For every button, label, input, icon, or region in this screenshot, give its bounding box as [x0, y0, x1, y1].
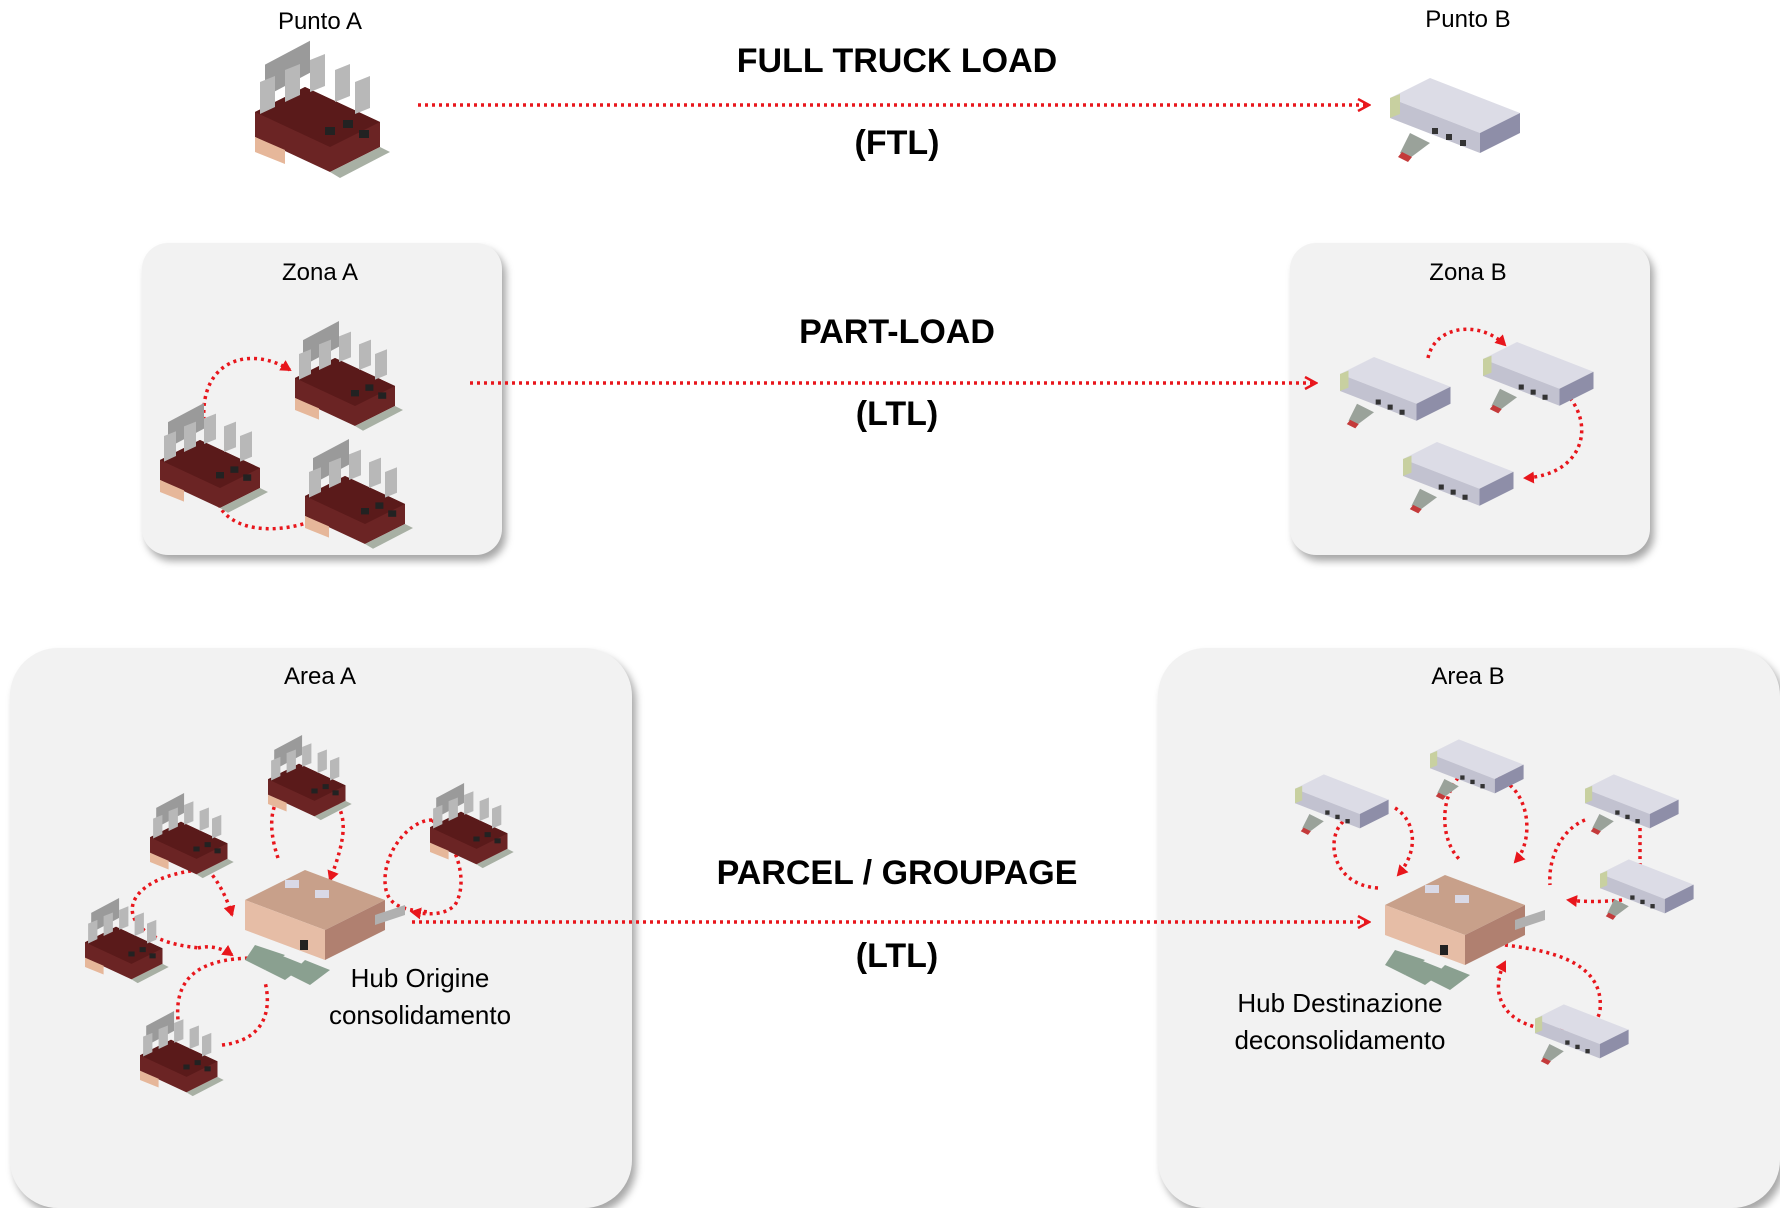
warehouse-icon: [1340, 357, 1451, 429]
warehouse-icon: [1403, 442, 1514, 514]
area-b-loop-5: [1548, 818, 1586, 886]
factory-icon: [305, 439, 413, 549]
zona-b-box: [1290, 243, 1650, 555]
warehouse-icon: [1390, 78, 1520, 162]
area-b-loop-2: [1332, 818, 1379, 890]
factory-icon: [140, 1011, 224, 1097]
zona-a-label: Zona A: [281, 259, 359, 286]
hub-destinazione-label: Hub Destinazione deconsolidamento: [1200, 985, 1480, 1059]
ftl-title: FULL TRUCK LOAD: [736, 42, 1058, 80]
part-load-title: PART-LOAD: [799, 313, 995, 351]
factory-icon: [150, 793, 234, 879]
area-b-loop-9: [1495, 960, 1541, 1030]
hub-origine-label: Hub Origine consolidamento: [300, 960, 540, 1034]
hub-origine-line1: Hub Origine: [350, 963, 490, 993]
area-a-loop-1: [130, 868, 201, 950]
area-b-loop-7: [1566, 895, 1623, 908]
factory-icon: [430, 783, 514, 869]
hub-origine-line2: consolidamento: [328, 1000, 512, 1030]
factory-icon: [85, 898, 169, 984]
hub-building-icon: [1385, 875, 1545, 990]
zona-a-loop-1: [202, 356, 292, 421]
hub-destinazione-line2: deconsolidamento: [1234, 1025, 1446, 1055]
factory-icon: [255, 40, 390, 178]
parcel-title: PARCEL / GROUPAGE: [716, 854, 1078, 892]
punto-a-label: Punto A: [277, 8, 363, 35]
area-b-label: Area B: [1431, 663, 1505, 690]
warehouse-icon: [1295, 774, 1389, 835]
factory-icon: [160, 403, 268, 513]
area-b-loop-4: [1497, 776, 1529, 864]
punto-b-label: Punto B: [1425, 6, 1511, 33]
area-a-label: Area A: [283, 663, 357, 690]
area-a-loop-4: [383, 818, 433, 914]
warehouse-icon: [1483, 342, 1594, 414]
factory-icon: [295, 321, 403, 431]
parcel-subtitle: (LTL): [855, 937, 939, 975]
hub-destinazione-line1: Hub Destinazione: [1237, 988, 1443, 1018]
warehouse-icon: [1600, 859, 1694, 920]
factory-icon: [268, 735, 352, 821]
zona-b-label: Zona B: [1429, 259, 1507, 286]
warehouse-icon: [1430, 739, 1524, 800]
ftl-subtitle: (FTL): [854, 124, 940, 162]
warehouse-icon: [1585, 774, 1679, 835]
area-a-loop-5: [410, 818, 463, 920]
warehouse-icon: [1535, 1004, 1629, 1065]
part-load-subtitle: (LTL): [855, 395, 939, 433]
zona-b-loop-2: [1523, 396, 1584, 484]
